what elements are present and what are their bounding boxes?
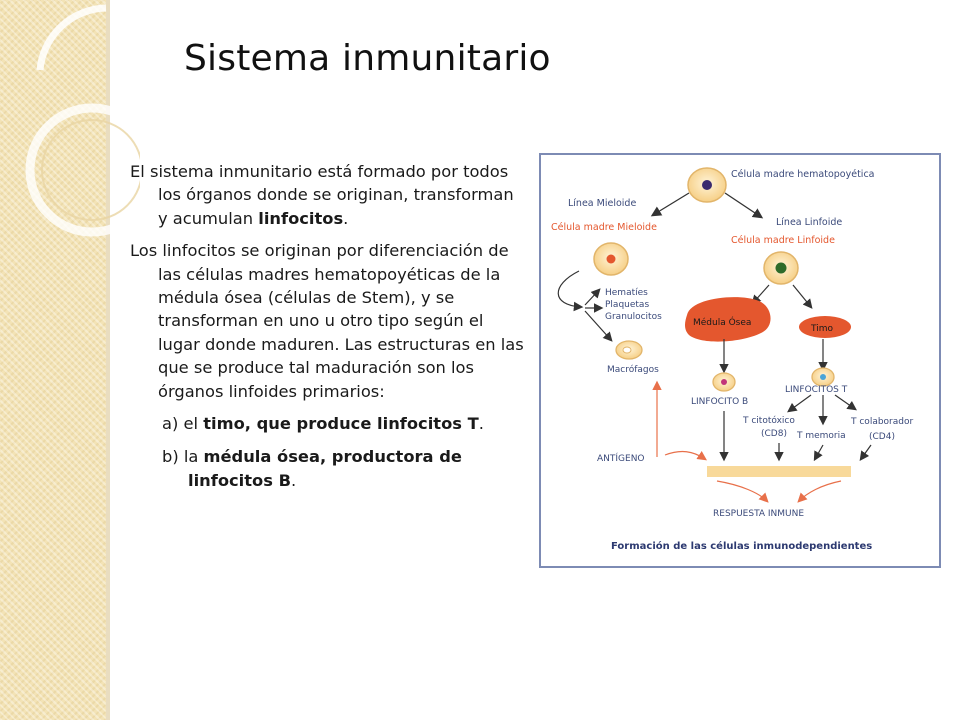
subitem-a: a) el timo, que produce linfocitos T. xyxy=(130,412,525,435)
arrow-memoria-to-bar xyxy=(813,444,824,462)
decorative-rings xyxy=(25,4,140,237)
diagram-canvas: Célula madre hematopoyética Línea Mieloi… xyxy=(551,167,913,552)
label-granulocitos: Granulocitos xyxy=(605,312,662,322)
paragraph-2: Los linfocitos se originan por diferenci… xyxy=(130,239,525,403)
subitem-b-end: . xyxy=(291,470,297,490)
subitem-a-end: . xyxy=(478,414,484,434)
label-cd4: (CD4) xyxy=(869,432,895,442)
label-antigeno: ANTÍGENO xyxy=(597,452,645,464)
label-myeloid-stem: Célula madre Mieloide xyxy=(551,222,657,233)
b-cell xyxy=(712,372,736,392)
label-medula-osea: Médula Ósea xyxy=(693,316,751,328)
immune-response-bar xyxy=(707,466,851,477)
diagram-caption: Formación de las células inmunodependien… xyxy=(611,540,872,552)
arrow-myeloid-curve xyxy=(557,270,584,312)
arrow-to-lymphoid xyxy=(724,192,764,219)
arrow-cd4-to-bar xyxy=(859,444,872,461)
label-stem-cell: Célula madre hematopoyética xyxy=(731,169,874,180)
subitem-b-prefix: b) la xyxy=(162,447,204,467)
paragraph-1: El sistema inmunitario está formado por … xyxy=(130,160,525,230)
label-lymphoid-line: Línea Linfoide xyxy=(776,217,842,228)
paragraph-1-part-3: . xyxy=(343,208,349,228)
label-myeloid-line: Línea Mieloide xyxy=(568,198,636,209)
arrow-to-timo xyxy=(792,284,813,309)
arrow-to-t-citotoxico xyxy=(787,394,812,413)
label-t-memoria: T memoria xyxy=(796,431,846,441)
arrow-hematies xyxy=(584,288,601,306)
arrow-antigeno-to-bar xyxy=(664,450,707,461)
label-linfocitos-t: LINFOCITOS T xyxy=(785,385,848,395)
label-timo: Timo xyxy=(810,324,833,334)
stem-cell xyxy=(687,167,727,203)
label-t-colaborador: T colaborador xyxy=(850,417,913,427)
t-cell xyxy=(811,367,835,387)
paragraph-2-text: Los linfocitos se originan por diferenci… xyxy=(130,241,524,401)
subitem-a-prefix: a) el xyxy=(162,414,204,434)
lymphoid-stem-cell xyxy=(763,251,799,285)
label-plaquetas: Plaquetas xyxy=(605,300,649,310)
page-title: Sistema inmunitario xyxy=(184,38,551,79)
subitem-b: b) la médula ósea, productora de linfoci… xyxy=(130,445,525,492)
arrow-to-t-colaborador xyxy=(834,394,857,411)
label-hematies: Hematíes xyxy=(605,288,648,298)
label-macrofagos: Macrófagos xyxy=(607,364,659,375)
label-respuesta-inmune: RESPUESTA INMUNE xyxy=(713,509,804,519)
subitem-b-bold: médula ósea, productora de linfocitos B xyxy=(188,447,462,490)
label-cd8: (CD8) xyxy=(761,429,787,439)
timo-organ xyxy=(799,316,851,338)
subitem-a-bold: timo, que produce linfocitos T xyxy=(203,414,479,434)
arrow-bar-right xyxy=(797,480,842,503)
arrow-macrofagos xyxy=(584,310,613,342)
label-lymphoid-stem: Célula madre Linfoide xyxy=(731,235,835,246)
immune-cells-diagram: Célula madre hematopoyética Línea Mieloi… xyxy=(539,153,941,568)
label-t-citotoxico: T citotóxico xyxy=(742,415,795,426)
paragraph-1-part-2-bold: linfocitos xyxy=(258,208,344,228)
medula-osea-organ xyxy=(685,297,771,342)
label-linfocito-b: LINFOCITO B xyxy=(691,397,748,407)
sidebar-edge xyxy=(106,0,110,720)
arrow-bar-left xyxy=(716,480,769,503)
paragraph-1-part-1: El sistema inmunitario está formado por … xyxy=(130,162,514,228)
myeloid-stem-cell xyxy=(593,242,629,276)
arrow-to-myeloid xyxy=(650,192,690,217)
macrophage-cell xyxy=(615,340,643,360)
slide-body: El sistema inmunitario está formado por … xyxy=(130,160,525,502)
